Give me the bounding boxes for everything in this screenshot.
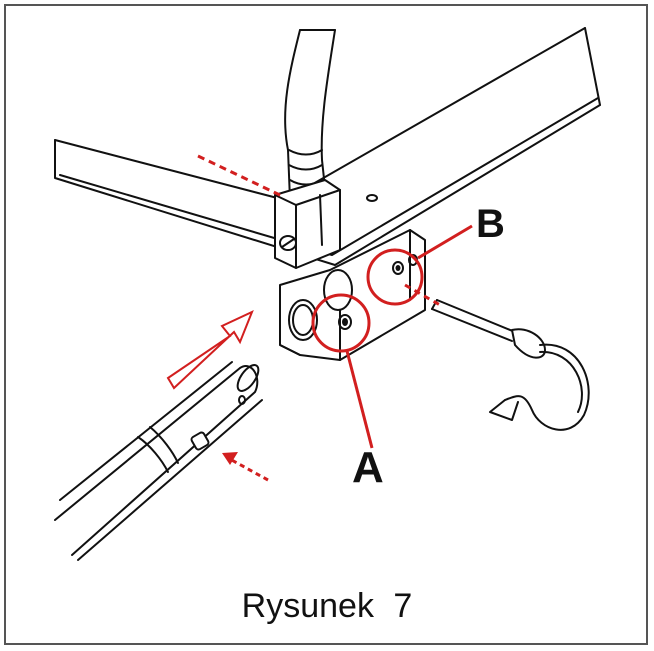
tube-insert-direction-arrow: [166, 310, 254, 390]
leader-line-b: [417, 224, 473, 260]
curved-upright-rod: [284, 29, 336, 201]
figure-border: [4, 4, 648, 645]
leader-line-a: [345, 350, 374, 449]
button-press-dashed-arrow: [227, 456, 269, 482]
button-press-arrowhead: [222, 452, 238, 465]
upright-insert-dashed-arrow: [197, 154, 285, 199]
figure-caption: Rysunek 7: [241, 587, 413, 625]
callout-circle-b: [366, 248, 424, 306]
frame-bar: [54, 27, 601, 266]
pin-insert-dashed-line: [404, 283, 441, 307]
locking-pin-with-lanyard: [431, 299, 590, 431]
inserting-tube: [54, 361, 263, 561]
corner-connector-block: [279, 229, 426, 361]
callout-label-b: B: [476, 202, 505, 246]
upright-clamp-bracket: [274, 179, 341, 269]
callout-label-a: A: [352, 443, 384, 492]
callout-circle-a: [311, 293, 371, 353]
